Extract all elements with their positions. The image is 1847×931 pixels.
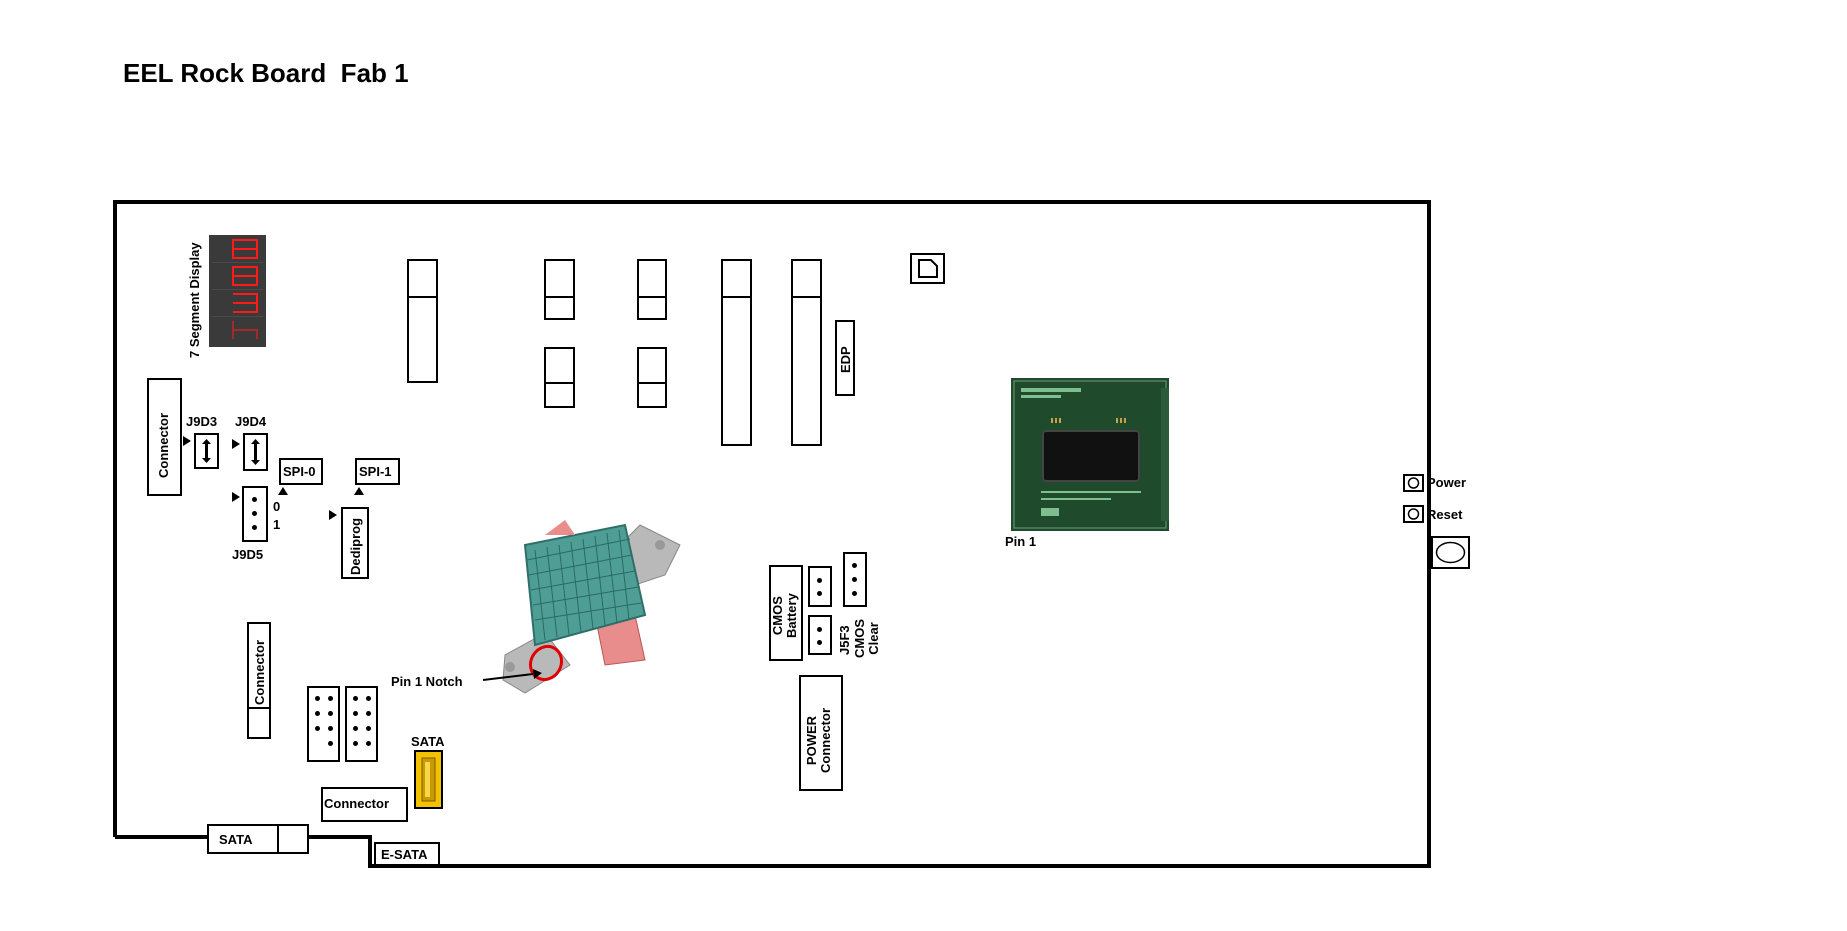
spi0-label: SPI-0 bbox=[283, 465, 316, 478]
header-pin bbox=[366, 741, 371, 746]
header-pin bbox=[353, 741, 358, 746]
cmos-battery-label: CMOS Battery bbox=[771, 593, 800, 638]
pin1-notch-label: Pin 1 Notch bbox=[391, 675, 463, 688]
j9d5-position-1: 1 bbox=[273, 518, 280, 531]
jumper-pin bbox=[817, 640, 822, 645]
j5f3-label: J5F3 bbox=[838, 625, 851, 655]
slot-a bbox=[407, 259, 438, 383]
j5f3-pin bbox=[852, 577, 857, 582]
j5f3-pin bbox=[852, 591, 857, 596]
jumper-j9d5 bbox=[242, 486, 268, 542]
cmos-jumper-top bbox=[808, 566, 832, 607]
slot-c-bottom bbox=[637, 347, 667, 408]
header-pin bbox=[328, 741, 333, 746]
header-pin bbox=[315, 711, 320, 716]
slot-e-divider bbox=[791, 296, 822, 298]
jumper-j9d4 bbox=[243, 433, 268, 471]
slot-b-bottom bbox=[544, 347, 575, 408]
slot-c-top bbox=[637, 259, 667, 320]
header-pin bbox=[328, 726, 333, 731]
pin-header-2 bbox=[345, 686, 378, 762]
sata-bottom-label: SATA bbox=[219, 833, 252, 846]
power-label: Power bbox=[1427, 476, 1466, 489]
pin1-notch-marker bbox=[478, 640, 568, 690]
header-pin bbox=[366, 711, 371, 716]
j9d4-label: J9D4 bbox=[235, 415, 266, 428]
slot-e bbox=[791, 259, 822, 446]
reset-label: Reset bbox=[1427, 508, 1462, 521]
j9d4-pin1-marker bbox=[232, 439, 240, 449]
j9d5-pin1-marker bbox=[232, 492, 240, 502]
esata-label: E-SATA bbox=[381, 848, 427, 861]
round-jack-icon bbox=[1431, 536, 1470, 569]
j9d5-pin bbox=[252, 511, 257, 516]
slot-b-top-divider bbox=[544, 296, 575, 298]
seven-segment-label: 7 Segment Display bbox=[188, 242, 201, 358]
connector-mid-label: Connector bbox=[253, 640, 266, 705]
j9d5-pin bbox=[252, 497, 257, 502]
j9d5-position-0: 0 bbox=[273, 500, 280, 513]
cpu-pin1-label: Pin 1 bbox=[1005, 535, 1036, 548]
connector-mid-divider bbox=[247, 707, 271, 709]
header-pin bbox=[328, 696, 333, 701]
jumper-j5f3 bbox=[843, 552, 867, 607]
sata-bottom-divider bbox=[277, 824, 279, 854]
j9d5-pin bbox=[252, 525, 257, 530]
header-pin bbox=[315, 696, 320, 701]
connector-bottom-label: Connector bbox=[324, 797, 389, 810]
jumper-2pin-icon bbox=[196, 435, 217, 467]
power-button[interactable] bbox=[1403, 474, 1424, 492]
slot-c-bottom-divider bbox=[637, 382, 667, 384]
cmos-jumper-bottom bbox=[808, 615, 832, 655]
seven-segment-digits bbox=[209, 235, 266, 347]
slot-d bbox=[721, 259, 752, 446]
jumper-pin bbox=[817, 578, 822, 583]
cmos-clear-label: CMOS Clear bbox=[853, 619, 882, 658]
cpu-chip-icon bbox=[1011, 378, 1169, 531]
spi0-pin1-marker bbox=[278, 487, 288, 495]
header-pin bbox=[366, 696, 371, 701]
seven-segment-display bbox=[209, 235, 266, 347]
slot-d-divider bbox=[721, 296, 752, 298]
header-pin bbox=[353, 711, 358, 716]
jumper-pin bbox=[817, 591, 822, 596]
jumper-j9d3 bbox=[194, 433, 219, 469]
sata-top-label: SATA bbox=[411, 735, 444, 748]
header-pin bbox=[353, 726, 358, 731]
header-pin bbox=[328, 711, 333, 716]
j9d3-pin1-marker bbox=[183, 436, 191, 446]
reset-button[interactable] bbox=[1403, 505, 1424, 523]
spi1-label: SPI-1 bbox=[359, 465, 392, 478]
dediprog-pin1-marker bbox=[329, 510, 337, 520]
pin-header-1 bbox=[307, 686, 340, 762]
jumper-pin bbox=[817, 627, 822, 632]
spi1-pin1-marker bbox=[354, 487, 364, 495]
edp-label: EDP bbox=[839, 346, 852, 373]
header-pin bbox=[366, 726, 371, 731]
slot-b-top bbox=[544, 259, 575, 320]
j5f3-pin bbox=[852, 563, 857, 568]
small-chip-icon bbox=[910, 253, 946, 285]
slot-b-bottom-divider bbox=[544, 382, 575, 384]
j9d5-label: J9D5 bbox=[232, 548, 263, 561]
jumper-2pin-icon bbox=[245, 435, 266, 469]
header-pin bbox=[353, 696, 358, 701]
slot-c-top-divider bbox=[637, 296, 667, 298]
slot-a-divider bbox=[407, 296, 438, 298]
header-pin bbox=[315, 726, 320, 731]
j9d3-label: J9D3 bbox=[186, 415, 217, 428]
power-connector-label: POWER Connector bbox=[805, 708, 834, 773]
dediprog-label: Dediprog bbox=[349, 518, 362, 575]
sata-connector-icon bbox=[414, 750, 444, 810]
connector-left-label: Connector bbox=[157, 413, 170, 478]
